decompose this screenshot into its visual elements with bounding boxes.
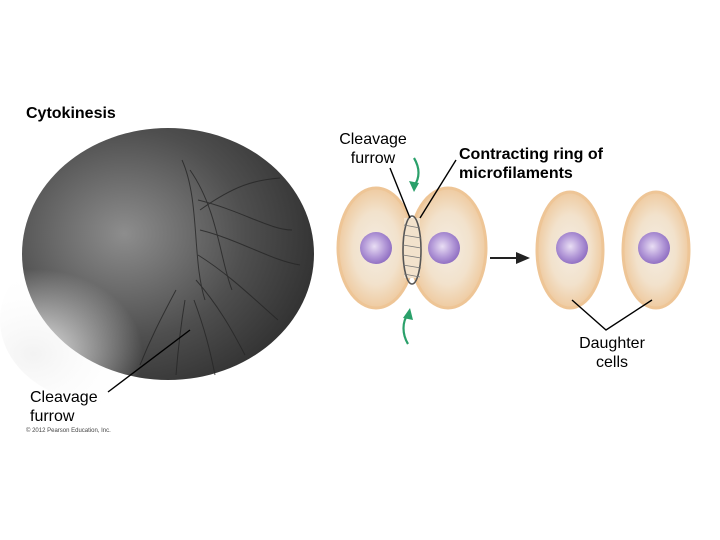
label-cleavage-furrow-bottom: Cleavage furrow [30,388,98,426]
nucleus-daughter-left [556,232,588,264]
label-line: furrow [30,408,75,425]
label-daughter-cells: Daughter cells [566,334,658,372]
nucleus-right [428,232,460,264]
label-line: Cleavage [30,389,98,406]
leader-line-daughter [571,299,653,331]
daughter-cell-right [621,190,691,310]
label-line: Cleavage [339,131,407,148]
daughter-cell-left [535,190,605,310]
dividing-cell [336,186,488,310]
label-cleavage-furrow-top: Cleavage furrow [328,130,418,168]
label-line: microfilaments [459,165,573,182]
leader-line-ring [419,159,457,219]
leader-line-bottom [107,329,191,393]
label-line: furrow [350,150,396,167]
leader-line-furrow-top [389,167,411,219]
nucleus-left [360,232,392,264]
green-arrow-up [402,308,413,345]
label-contracting-ring: Contracting ring of microfilaments [459,145,603,183]
label-line: Contracting ring of [459,146,603,163]
micrograph-dividing-cell [0,128,314,405]
label-line: Daughter [579,335,645,352]
nucleus-daughter-right [638,232,670,264]
title-cytokinesis: Cytokinesis [26,105,116,122]
label-line: cells [595,354,628,371]
green-arrow-down [409,157,420,192]
process-arrow [490,252,530,264]
contracting-ring [402,215,422,285]
copyright-notice: © 2012 Pearson Education, Inc. [26,428,111,434]
